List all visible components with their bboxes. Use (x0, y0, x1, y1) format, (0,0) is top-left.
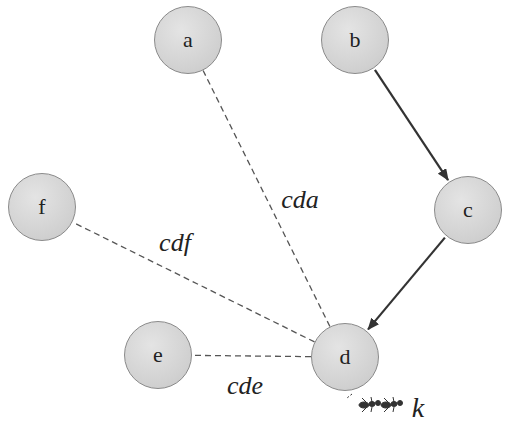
node-label: f (38, 196, 45, 218)
node-label: d (340, 346, 351, 368)
node-label: e (153, 344, 163, 366)
node-label: b (350, 29, 361, 51)
edge-label: cda (279, 186, 321, 213)
node-circle: a (154, 6, 222, 74)
edge-label: cdf (157, 229, 193, 256)
node-circle: e (124, 321, 192, 389)
ant-icon (347, 394, 403, 412)
dashed-link (192, 355, 311, 356)
node-label: a (183, 29, 193, 51)
node-circle: c (434, 176, 502, 244)
node-circle: d (311, 323, 379, 391)
node-circle: f (8, 173, 76, 241)
node-label: c (463, 199, 473, 221)
arrow-link (375, 70, 448, 180)
node-circle: b (321, 6, 389, 74)
trail-line (347, 394, 352, 398)
ant-label: k (412, 394, 424, 422)
edge-label: cde (225, 372, 265, 399)
dashed-link (72, 222, 314, 342)
arrow-link (368, 238, 445, 330)
dashed-link (203, 70, 330, 326)
